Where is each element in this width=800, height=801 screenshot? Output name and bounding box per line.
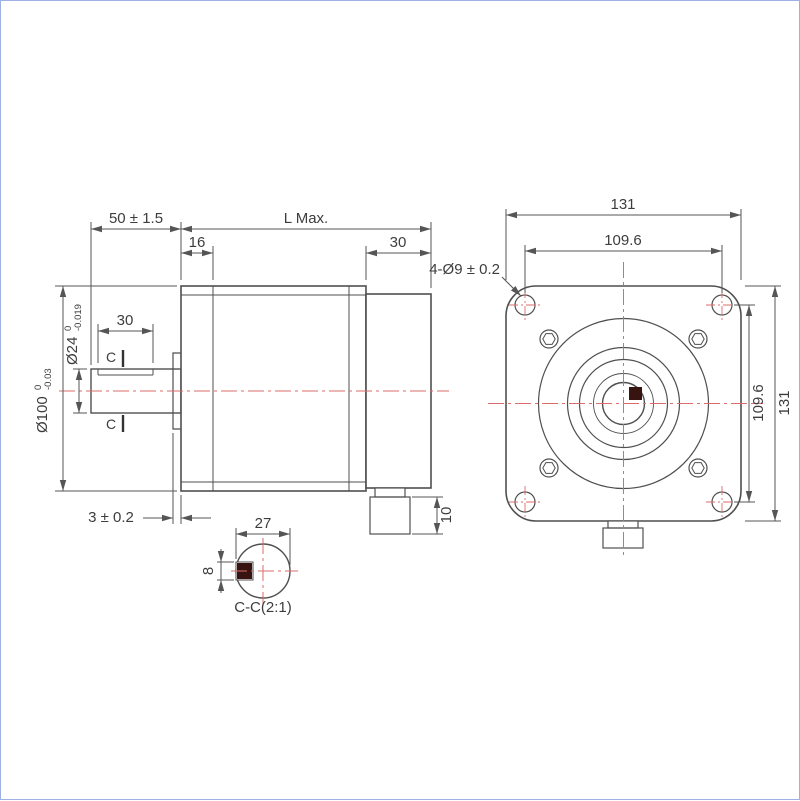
connector-thread-side: [370, 497, 410, 534]
svg-text:10: 10: [438, 507, 455, 524]
front-view: 131 109.6 4-Ø9 ± 0.2 109.6 131: [429, 196, 793, 558]
svg-text:8: 8: [200, 567, 217, 575]
dim-hole-spacing-v: 109.6: [750, 384, 767, 422]
dim-pilot-depth: 3 ± 0.2: [88, 509, 134, 526]
section-mark-bottom: C: [106, 416, 116, 432]
svg-text:109.6: 109.6: [750, 384, 767, 422]
section-mark-top: C: [106, 349, 116, 365]
connector-neck-side: [375, 488, 405, 497]
dim-connector-height: 10: [438, 507, 455, 524]
body-tol-lower: -0.03: [43, 368, 54, 390]
shaft-tol-lower: -0.019: [73, 304, 84, 331]
section-view: 27 8 C-C(2:1): [200, 515, 298, 616]
svg-text:131: 131: [776, 390, 793, 415]
svg-text:Ø24: Ø24: [64, 337, 81, 365]
side-view: C C: [33, 210, 455, 534]
dim-flange-width: 131: [610, 196, 635, 213]
motor-body-outline: [181, 286, 366, 491]
motor-side-outline: [91, 286, 431, 534]
hole-callout-leader: [502, 277, 521, 296]
dim-rear-housing: 30: [390, 234, 407, 251]
section-dimensions: 27 8: [200, 515, 290, 593]
dim-front-section: 16: [189, 234, 206, 251]
key-front: [629, 387, 642, 400]
dim-body-length: L Max.: [284, 210, 328, 227]
dim-shaft-extension: 50 ± 1.5: [109, 210, 163, 227]
dim-hole-spacing-h: 109.6: [604, 232, 642, 249]
dim-keyway-length: 30: [117, 312, 134, 329]
dim-section-width: 27: [255, 515, 272, 532]
hole-callout: 4-Ø9 ± 0.2: [429, 261, 500, 278]
svg-text:Ø100: Ø100: [34, 396, 51, 433]
dim-key-height: 8: [200, 567, 217, 575]
section-title: C-C(2:1): [234, 599, 292, 616]
dim-shaft-diameter: Ø24 0 -0.019: [63, 304, 84, 365]
dim-body-diameter: Ø100 0 -0.03: [33, 368, 54, 433]
dim-flange-height: 131: [776, 390, 793, 415]
